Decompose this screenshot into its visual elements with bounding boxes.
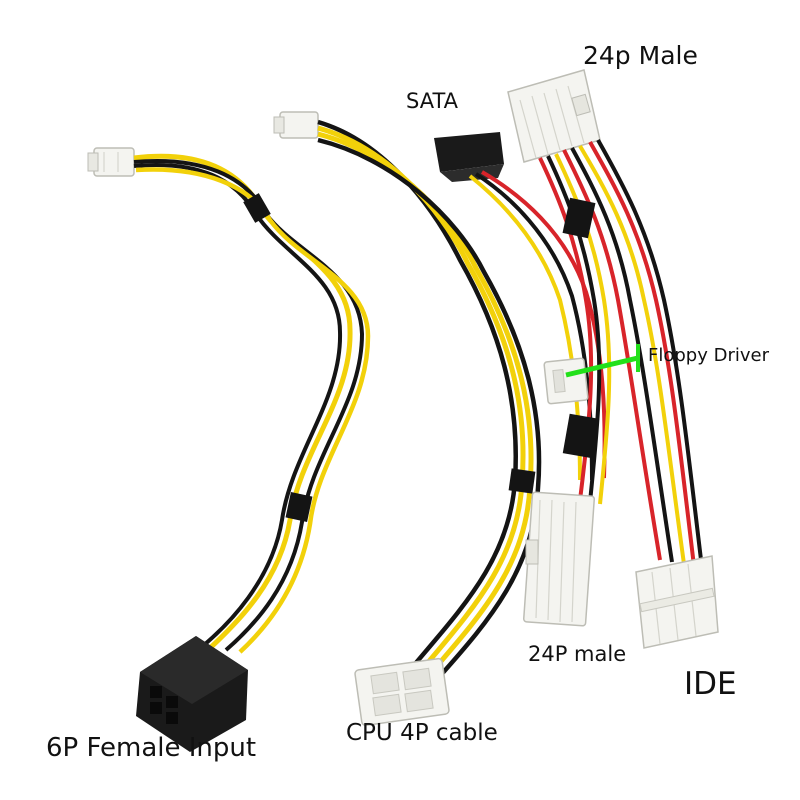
floppy-pointer-arrow (565, 344, 640, 378)
bottom-24p-male-connector (522, 491, 596, 627)
label-floppy-driver: Floppy Driver (648, 345, 769, 366)
ide-molex-connector (635, 555, 719, 649)
label-cpu-4p-cable: CPU 4P cable (346, 720, 498, 746)
label-ide: IDE (684, 666, 737, 702)
label-six-pin-female-input: 6P Female Input (46, 733, 257, 763)
multi-connector-bundle (434, 69, 719, 649)
six-pin-female-connector (136, 636, 248, 752)
cpu-4p-connector (354, 657, 450, 727)
label-top-24p-male: 24p Male (583, 41, 698, 70)
six-pin-cable-small-connector (87, 147, 135, 177)
cpu-4p-cable (273, 111, 542, 727)
cpu-cable-small-connector (273, 111, 319, 139)
label-bottom-24p-male: 24P male (528, 642, 627, 666)
six-pin-cable (87, 147, 371, 752)
floppy-connector (543, 357, 589, 405)
label-sata: SATA (406, 89, 459, 113)
sata-connector (434, 132, 504, 182)
